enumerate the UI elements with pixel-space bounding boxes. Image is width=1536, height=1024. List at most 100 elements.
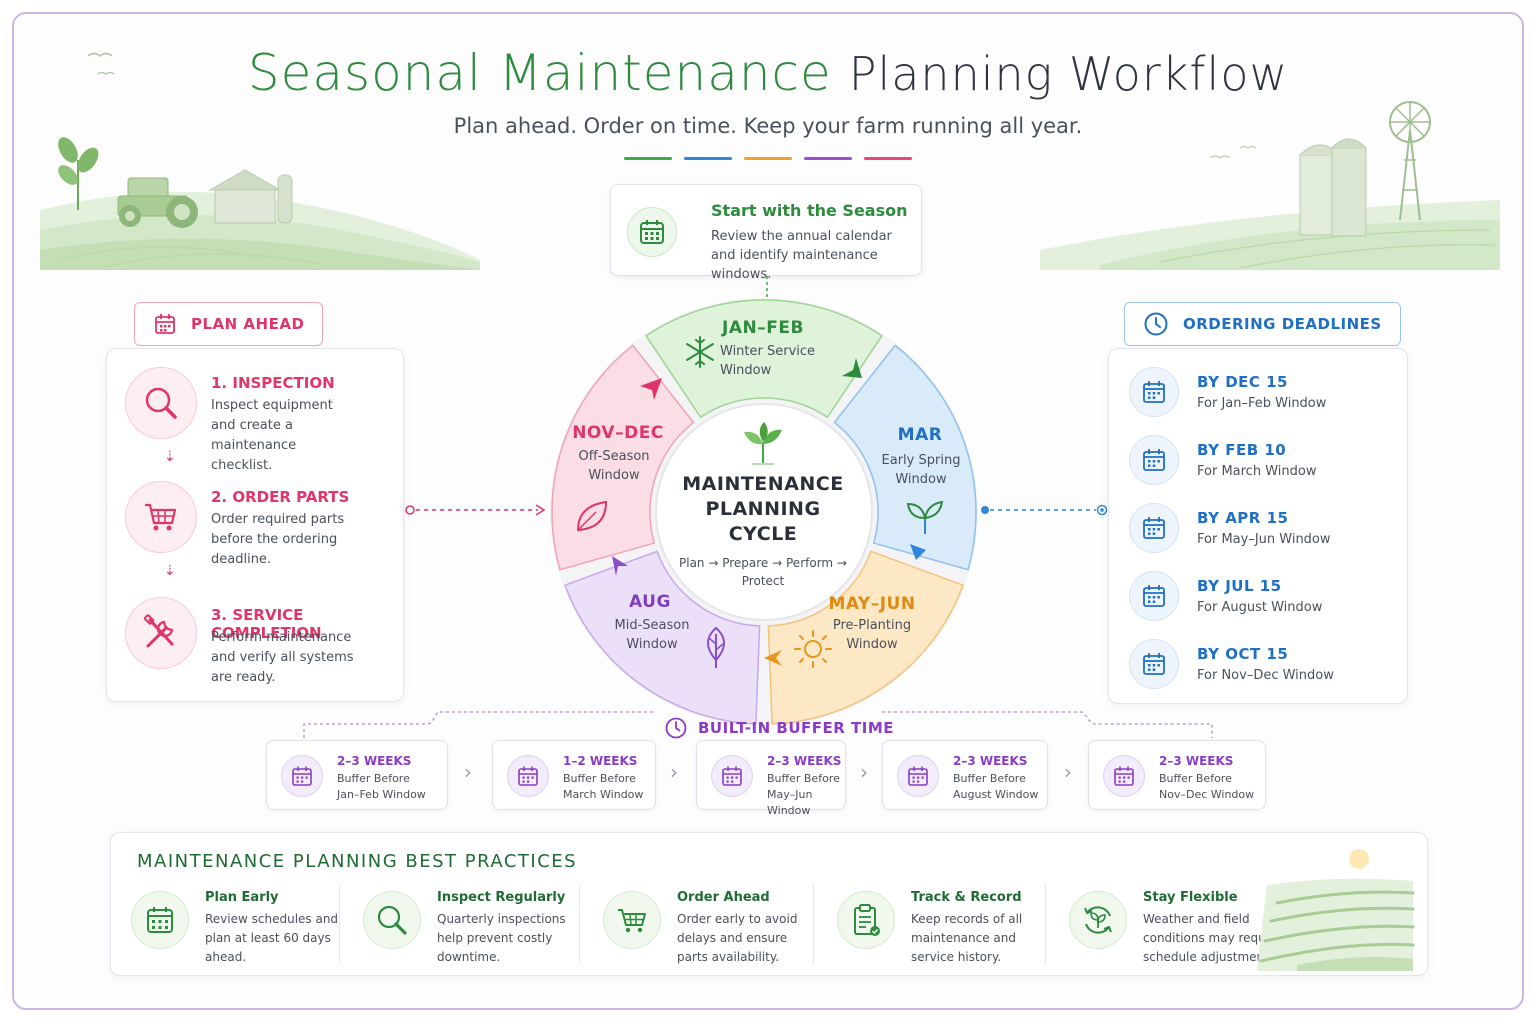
best-practice-title: Track & Record [911,890,1022,905]
best-practice-description: Review schedules and plan at least 60 da… [205,912,339,964]
cycle-segments [551,299,977,725]
calendar-icon [155,314,175,334]
buffer-line-1: Buffer Before [563,772,636,785]
deadline-subtitle: For Nov–Dec Window [1197,668,1334,683]
accent-bar-blue [684,157,732,160]
accent-color-bars [624,157,912,160]
divider [579,885,580,963]
accent-bar-green [624,157,672,160]
chevron-right-icon: › [670,760,678,784]
best-practice-title: Plan Early [205,890,279,905]
calendar-icon [897,755,939,797]
ordering-deadlines-label: ORDERING DEADLINES [1183,315,1382,333]
best-practices-heading: MAINTENANCE PLANNING BEST PRACTICES [137,851,578,872]
down-arrow-icon: ⇣ [164,563,176,579]
calendar-icon [1129,571,1179,621]
calendar-icon [627,207,677,257]
farm-landscape-left-illustration [40,137,480,270]
segment-sub-nov-dec: Off-Season Window [578,449,650,483]
step-desc-service-completion: Perform maintenance and verify all syste… [211,630,354,685]
tools-icon [125,597,197,669]
ordering-deadlines-tag: ORDERING DEADLINES [1124,302,1401,346]
segment-title-may-jun: MAY–JUN [828,594,916,614]
buffer-weeks: 2–3 WEEKS [953,754,1028,768]
cycle-leaf-icon [1069,891,1127,949]
cycle-center-subtitle: Plan → Prepare → Perform → Protect [679,556,847,588]
segment-sub-aug: Mid-Season Window [614,618,690,652]
clock-icon [1144,312,1168,336]
step-title-service-completion: 3. SERVICE COMPLETION [211,606,322,642]
right-connector-arrow [981,504,1108,516]
title-part-secondary: Planning Workflow [848,47,1289,101]
cycle-segment [551,344,695,571]
best-practice-description: Keep records of all maintenance and serv… [911,912,1023,964]
buffer-line-2: August Window [953,788,1039,801]
deadline-subtitle: For Jan–Feb Window [1197,396,1327,411]
cycle-arrow-purple [612,556,628,576]
buffer-time-label: BUILT-IN BUFFER TIME [698,719,894,737]
bird-icon [87,52,115,75]
deadline-subtitle: For August Window [1197,600,1323,615]
page-title: Seasonal Maintenance Planning Workflow [0,44,1536,102]
calendar-icon [1129,503,1179,553]
chevron-right-icon: › [1064,760,1072,784]
buffer-line-1: Buffer Before [767,772,840,785]
accent-bar-orange [744,157,792,160]
calendar-icon [711,755,753,797]
calendar-icon [507,755,549,797]
plan-ahead-tag: PLAN AHEAD [134,302,324,346]
segment-title-mar: MAR [897,425,943,445]
clock-icon [665,717,687,739]
clipboard-icon [837,891,895,949]
start-card-description: Review the annual calendar and identify … [711,229,892,282]
deadline-subtitle: For May–Jun Window [1197,532,1331,547]
deadline-title: BY JUL 15 [1197,577,1282,595]
best-practice-description: Quarterly inspections help prevent costl… [437,912,566,964]
cycle-arrow-pink [640,378,662,400]
cycle-segment [767,550,964,725]
buffer-bracket-lines [303,711,1213,738]
best-practice-title: Stay Flexible [1143,890,1238,905]
plan-ahead-label: PLAN AHEAD [191,315,305,333]
calendar-icon [1129,435,1179,485]
step-title-inspection: 1. INSPECTION [211,374,335,392]
calendar-icon [281,755,323,797]
calendar-icon [131,891,189,949]
leaf-icon [707,626,725,668]
magnifier-icon [125,367,197,439]
cart-icon [125,481,197,553]
best-practices-panel: MAINTENANCE PLANNING BEST PRACTICES Plan… [110,832,1428,976]
buffer-line-2: Nov–Dec Window [1159,788,1255,801]
divider [1045,885,1046,963]
divider [813,885,814,963]
step-desc-inspection: Inspect equipment and create a maintenan… [211,398,333,473]
divider [339,885,340,963]
buffer-time-heading: BUILT-IN BUFFER TIME [664,716,894,740]
field-sun-illustration [1257,849,1415,971]
snowflake-icon [686,336,714,368]
magnifier-icon [363,891,421,949]
accent-bar-pink [864,157,912,160]
plan-ahead-panel: 1. INSPECTION Inspect equipment and crea… [106,348,404,702]
chevron-right-icon: › [464,760,472,784]
left-connector-arrow [405,504,546,516]
cart-icon [603,891,661,949]
step-desc-order-parts: Order required parts before the ordering… [211,512,345,567]
segment-sub-may-jun: Pre-Planting Window [832,618,912,652]
best-practice-description: Weather and field conditions may require… [1143,912,1282,964]
page-subtitle: Plan ahead. Order on time. Keep your far… [453,114,1083,138]
buffer-line-1: Buffer Before [953,772,1026,785]
buffer-line-2: March Window [563,788,644,801]
plant-icon [744,422,782,465]
deadline-title: BY OCT 15 [1197,645,1289,663]
buffer-line-2: Jan–Feb Window [337,788,426,801]
deadline-title: BY APR 15 [1197,509,1289,527]
cycle-arrow-blue [910,544,926,560]
